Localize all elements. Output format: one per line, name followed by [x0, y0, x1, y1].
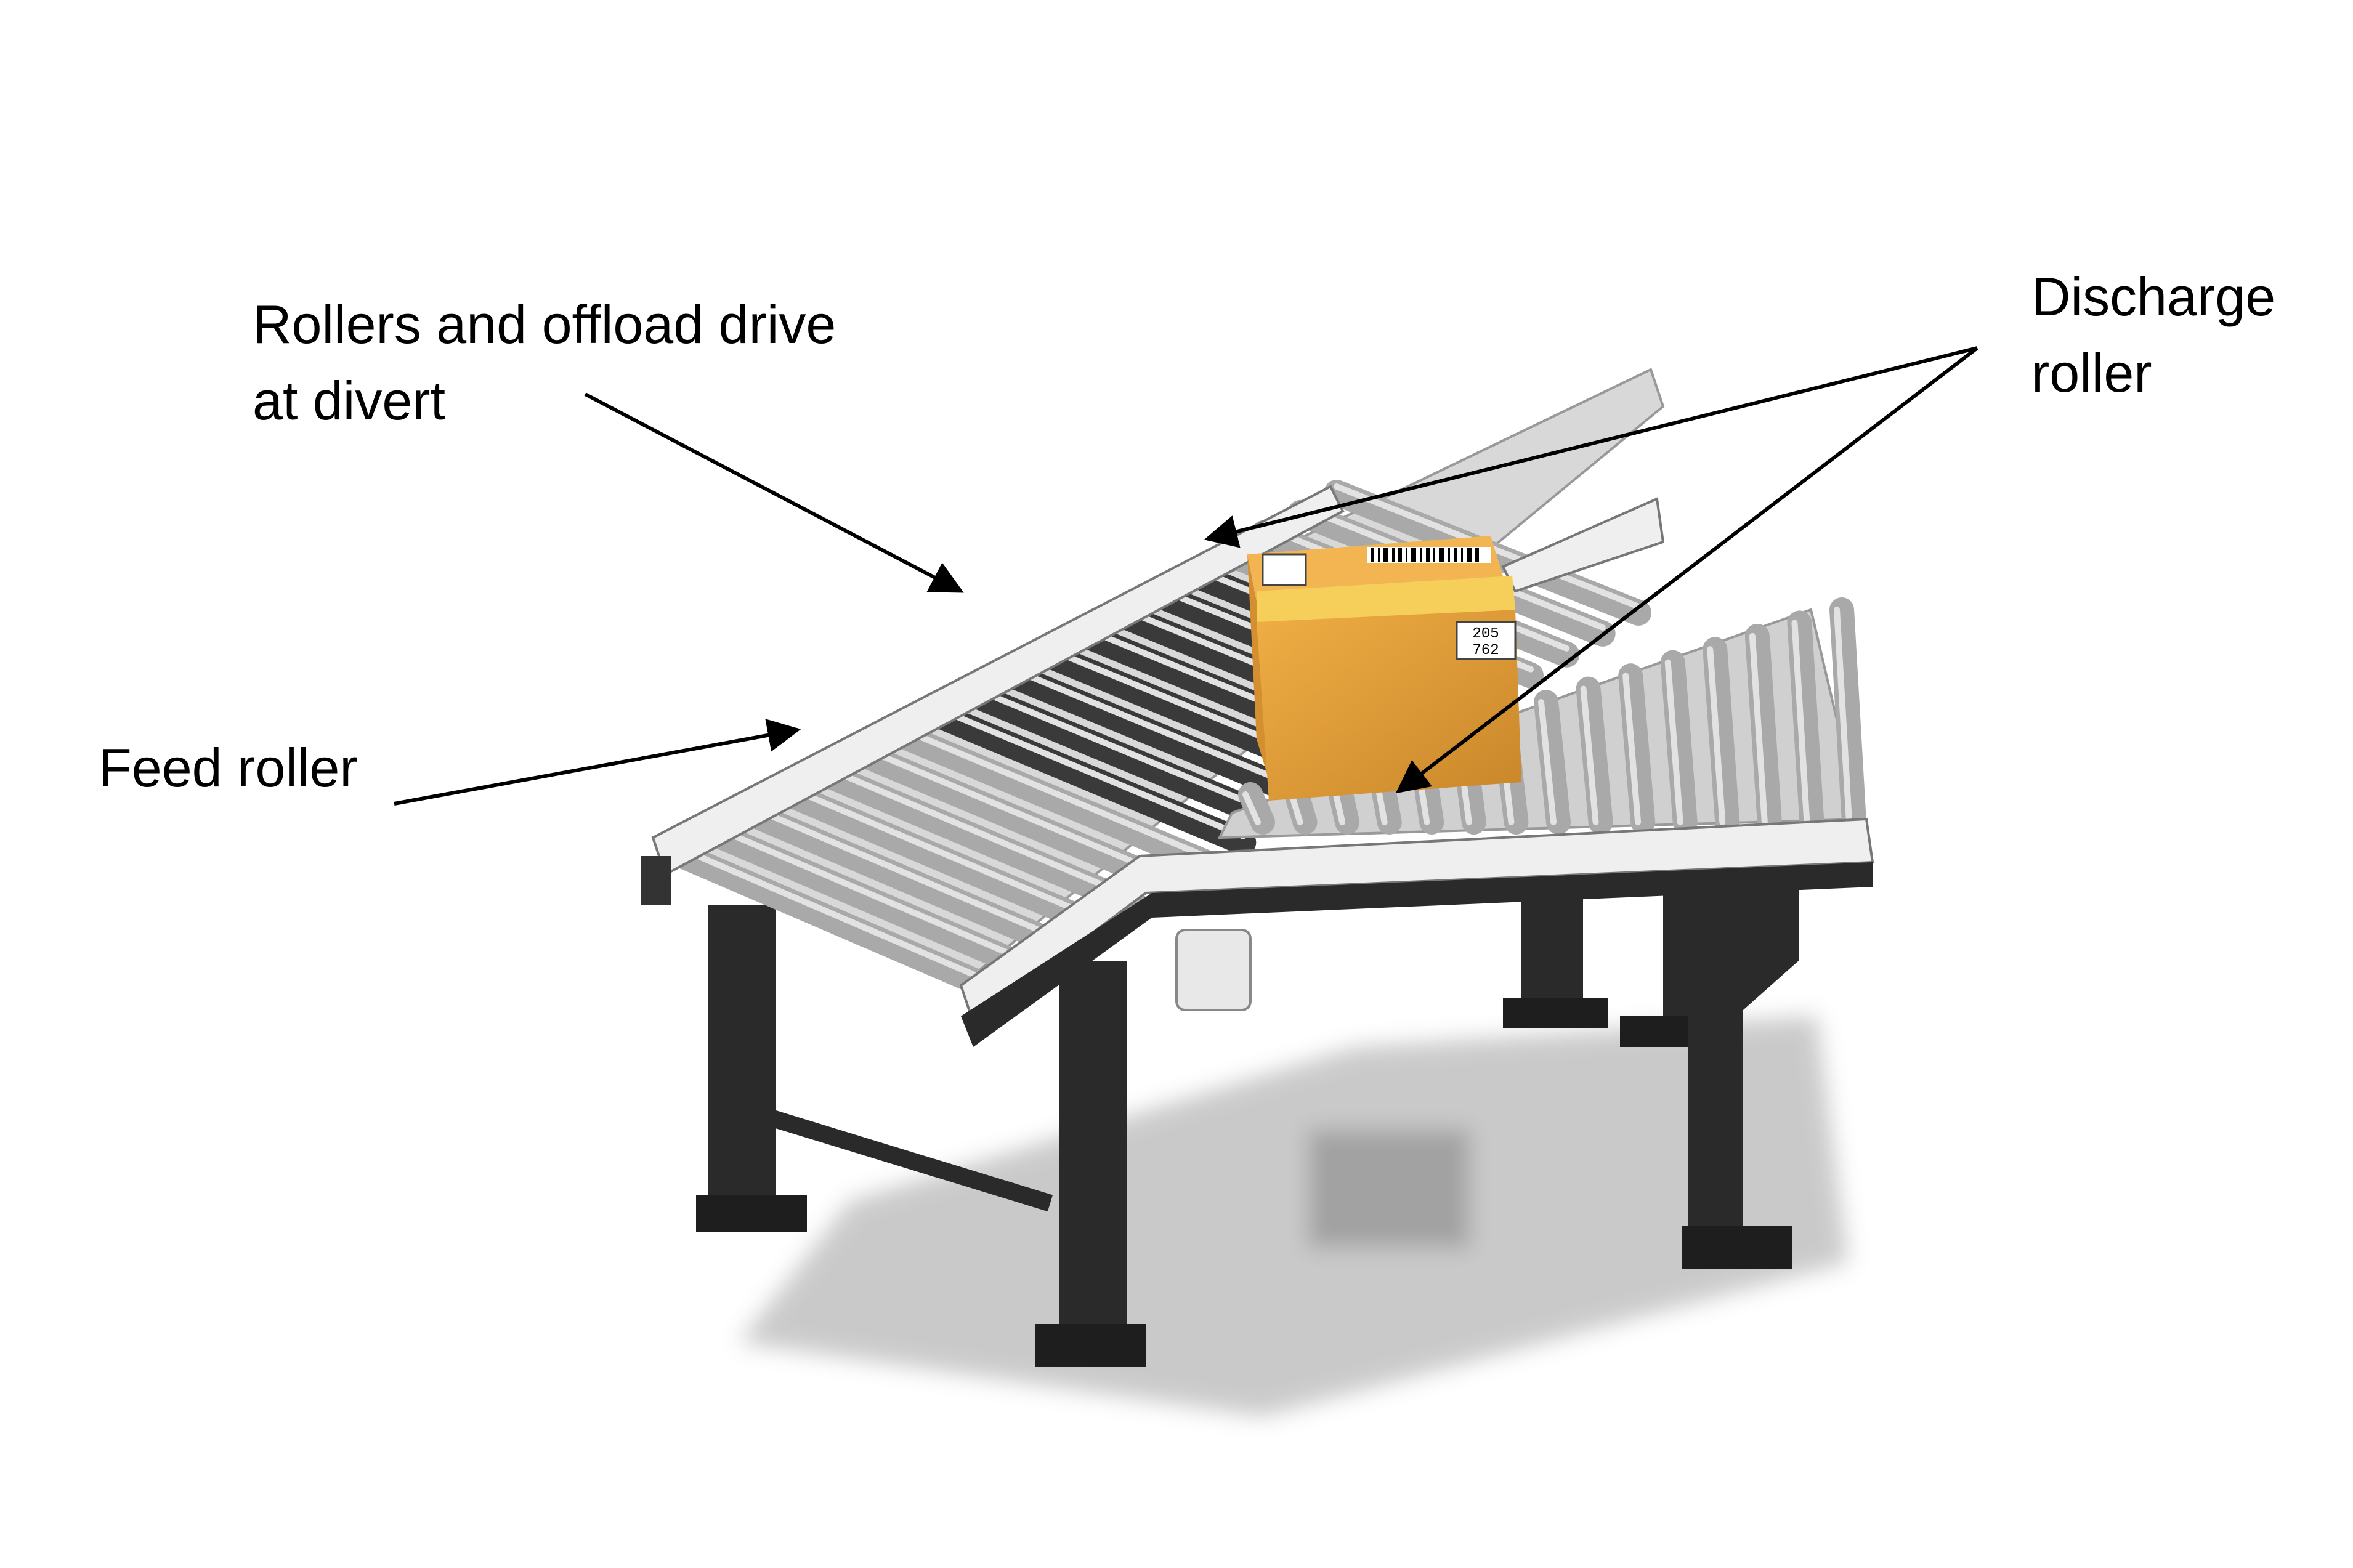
main-roller	[888, 722, 1220, 876]
main-roller	[743, 802, 1077, 960]
floor-shadow	[739, 1016, 1848, 1416]
branch-roller-highlight	[1538, 699, 1557, 825]
branch-roller	[1829, 597, 1866, 835]
main-roller	[925, 701, 1257, 855]
branch-roller	[1744, 623, 1782, 835]
main-roller	[707, 823, 1041, 981]
label-rollers-offload: Rollers and offload drive at divert	[253, 286, 836, 439]
label-discharge-roller: Discharge roller	[2031, 259, 2275, 411]
box-label-code1: 205	[1472, 626, 1499, 642]
drive-unit	[1175, 929, 1252, 1011]
branch-roller-highlight	[1791, 620, 1810, 825]
label-rollers-offload-line1: Rollers and offload drive	[253, 294, 836, 355]
main-roller-highlight	[934, 705, 1247, 839]
branch-roller	[1238, 782, 1275, 835]
branch-roller	[1703, 637, 1740, 835]
box-label-code2: 762	[1472, 642, 1499, 659]
main-roller-highlight	[789, 786, 1103, 923]
main-roller-highlight	[681, 847, 995, 985]
main-roller-highlight	[971, 685, 1282, 818]
branch-roller-highlight	[1834, 607, 1852, 825]
side-rails	[641, 485, 1874, 1047]
branch-roller-highlight	[1664, 659, 1683, 825]
arrow-feed-roller	[394, 719, 801, 806]
branch-roller-highlight	[1749, 632, 1768, 825]
cardboard-box: 205 762	[1247, 536, 1521, 801]
main-roller	[852, 742, 1185, 897]
label-discharge-line2: roller	[2031, 342, 2152, 403]
label-feed-line1: Feed roller	[99, 737, 358, 798]
main-roller	[997, 661, 1328, 814]
branch-roller	[1576, 676, 1613, 835]
main-roller	[816, 762, 1149, 918]
branch-roller	[1787, 610, 1824, 835]
branch-roller-highlight	[1707, 646, 1726, 825]
main-roller-highlight	[716, 826, 1031, 965]
branch-roller-highlight	[1622, 673, 1642, 825]
arrow-discharge-lower	[1395, 346, 1978, 794]
branch-conveyor-legs	[1620, 868, 1799, 1269]
arrow-discharge-upper	[1204, 346, 1978, 548]
branch-roller	[1660, 650, 1698, 835]
branch-roller	[1618, 663, 1656, 835]
label-feed-roller: Feed roller	[99, 730, 358, 806]
main-roller-highlight	[898, 725, 1210, 860]
main-conveyor-legs	[696, 887, 1608, 1367]
label-rollers-offload-line2: at divert	[253, 370, 446, 431]
branch-roller	[1534, 690, 1571, 835]
main-roller-highlight	[753, 806, 1067, 944]
main-roller-highlight	[1007, 665, 1318, 798]
main-roller	[779, 782, 1112, 939]
label-discharge-line1: Discharge	[2031, 266, 2276, 327]
arrow-rollers-offload	[584, 392, 964, 593]
main-roller	[961, 681, 1292, 835]
main-roller-highlight	[862, 746, 1175, 881]
branch-roller-highlight	[1242, 791, 1261, 825]
main-roller	[671, 843, 1005, 1001]
branch-roller-highlight	[1580, 685, 1599, 825]
barcode	[1367, 547, 1491, 563]
main-roller-highlight	[825, 766, 1139, 902]
callout-arrows	[394, 346, 1978, 806]
